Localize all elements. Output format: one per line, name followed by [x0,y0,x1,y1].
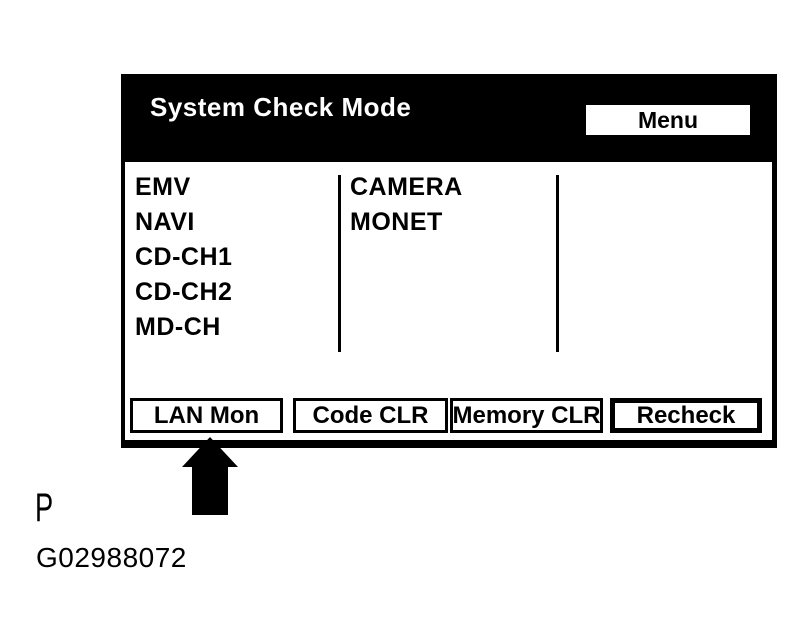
lan-mon-button[interactable]: LAN Mon [130,398,283,433]
system-list-area: EMV NAVI CD-CH1 CD-CH2 MD-CH CAMERA MONE… [125,162,772,440]
system-list-item: MD-CH [135,313,221,341]
figure-label: P [35,486,54,530]
system-list-item: NAVI [135,208,195,236]
system-check-screen: System Check Mode Menu EMV NAVI CD-CH1 C… [121,74,777,448]
code-clr-button[interactable]: Code CLR [293,398,448,433]
pointer-arrow-icon [182,437,238,515]
column-divider [556,175,559,352]
system-list-item: CD-CH2 [135,278,233,306]
system-list-item: CAMERA [350,173,463,201]
recheck-button[interactable]: Recheck [610,398,762,433]
figure-id: G02988072 [36,542,187,573]
system-list-item: CD-CH1 [135,243,233,271]
menu-button[interactable]: Menu [586,105,750,135]
memory-clr-button[interactable]: Memory CLR [450,398,603,433]
system-list-column-2: CAMERA MONET [350,170,463,240]
screen-title: System Check Mode [150,92,412,122]
column-divider [338,175,341,352]
system-list-item: EMV [135,173,191,201]
system-list-item: MONET [350,208,443,236]
system-list-column-1: EMV NAVI CD-CH1 CD-CH2 MD-CH [135,170,232,345]
